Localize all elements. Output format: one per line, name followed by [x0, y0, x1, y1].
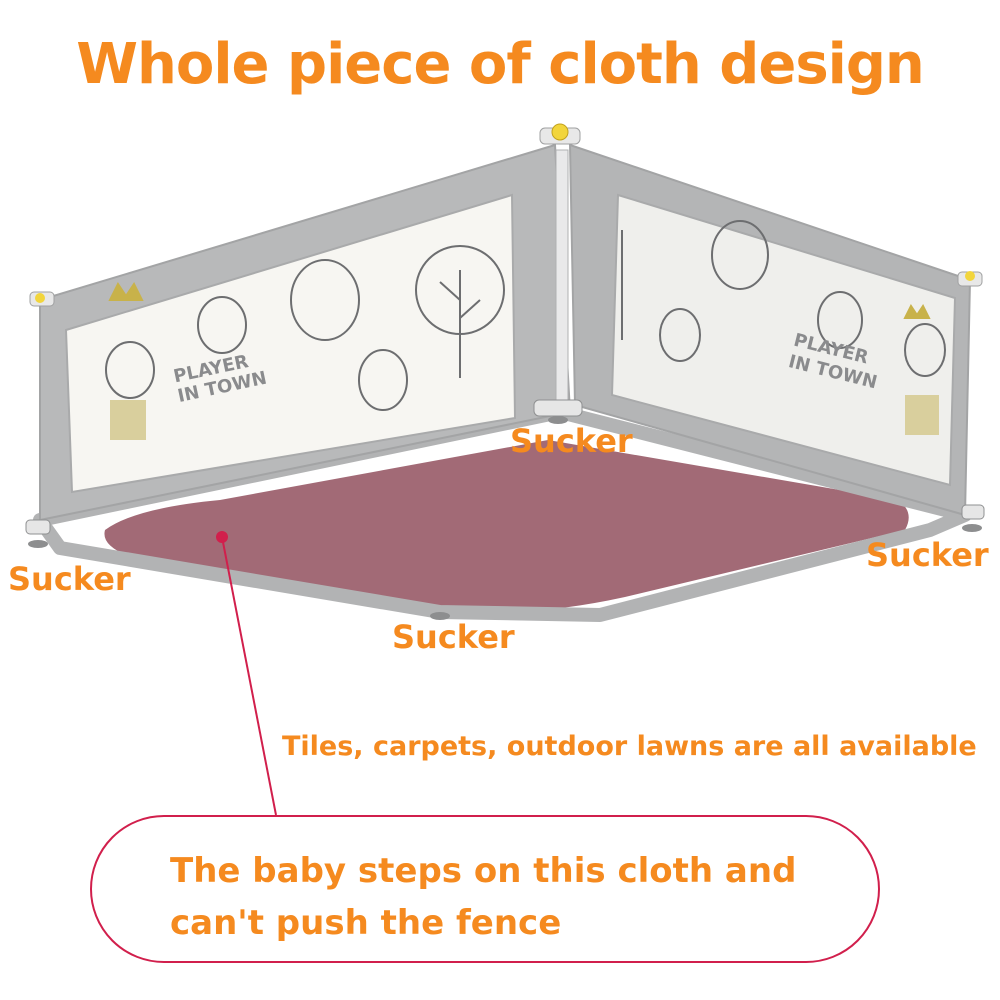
floor-rim — [33, 405, 972, 622]
right-window — [610, 193, 957, 487]
floor-cloth — [104, 440, 909, 613]
fence-connectors — [25, 123, 985, 535]
sucker-label-left: Sucker — [8, 560, 131, 598]
callout-bubble: The baby steps on this cloth and can't p… — [90, 815, 880, 963]
callout-text: The baby steps on this cloth and can't p… — [170, 851, 797, 943]
corner-post — [555, 149, 569, 413]
sucker-label-front: Sucker — [392, 618, 515, 656]
sucker-label-center: Sucker — [510, 422, 633, 460]
sucker-label-right: Sucker — [866, 536, 989, 574]
sucker-feet — [28, 416, 982, 620]
left-window — [64, 193, 517, 494]
pointer-line — [221, 536, 277, 816]
floor-surface-note: Tiles, carpets, outdoor lawns are all av… — [282, 731, 977, 762]
left-panel-decor — [105, 245, 505, 440]
page-title: Whole piece of cloth design — [76, 32, 925, 97]
right-panel-decor — [621, 220, 946, 435]
